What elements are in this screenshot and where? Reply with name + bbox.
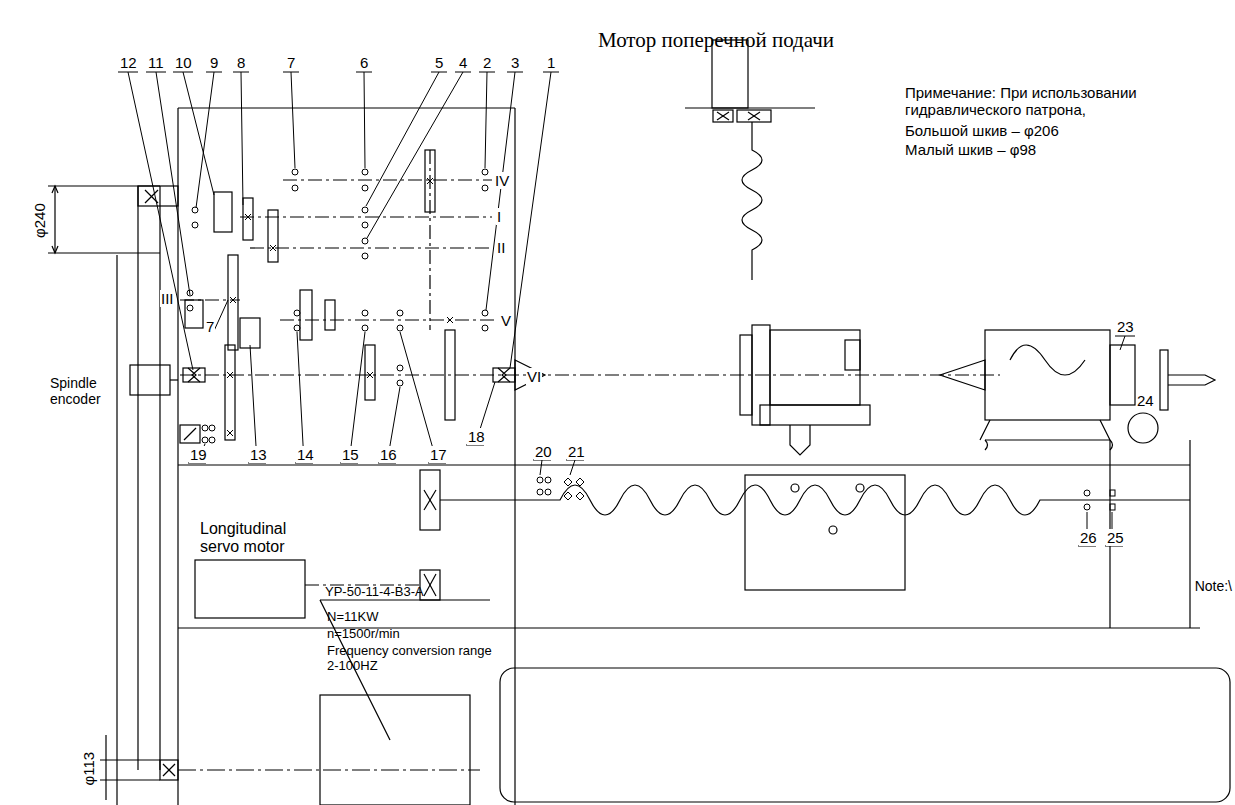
motor-spec: N=11KW (327, 610, 378, 625)
part-label: Spindle encoder (50, 375, 130, 407)
callout-number: 16 (379, 446, 398, 463)
shaft-number: II (496, 239, 506, 256)
motor-spec: n=1500r/min (327, 627, 400, 642)
dimension-label: φ113 (80, 752, 97, 786)
callout-number: 8 (236, 54, 246, 71)
callout-number: 2 (482, 54, 492, 71)
callout-number: 7 (205, 318, 215, 335)
callout-number: 18 (467, 428, 486, 445)
motor-spec: Frequency conversion range 2-100HZ (327, 644, 495, 674)
callout-number: 25 (1106, 529, 1125, 546)
callout-number: 24 (1136, 392, 1155, 409)
callout-number: 5 (434, 54, 444, 71)
callout-number: 20 (534, 443, 553, 460)
title-label: Мотор поперечной подачи (598, 28, 834, 52)
callout-number: 9 (209, 54, 219, 71)
callout-number: 19 (189, 446, 208, 463)
callout-number: 21 (567, 443, 586, 460)
dimension-label: φ240 (31, 203, 48, 238)
callout-number: 6 (359, 54, 369, 71)
shaft-number: III (160, 290, 175, 307)
callout-number: 14 (296, 446, 315, 463)
shaft-number: VI (526, 368, 542, 385)
shaft-number: IV (494, 172, 510, 189)
callout-number: 7 (286, 54, 296, 71)
callout-number: 15 (341, 446, 360, 463)
callout-number: 13 (249, 446, 268, 463)
callout-number: 3 (510, 54, 520, 71)
note-text: Большой шкив – φ206 (905, 122, 1059, 139)
callout-number: 11 (147, 54, 165, 71)
shaft-number: I (496, 208, 502, 225)
note-text: Note:\ (1195, 578, 1232, 594)
callout-number: 4 (458, 54, 468, 71)
callout-number: 23 (1116, 318, 1135, 335)
shaft-number: V (500, 312, 512, 329)
callout-number: 17 (429, 446, 448, 463)
note-text: Малый шкив – φ98 (905, 141, 1036, 158)
callout-number: 1 (546, 54, 556, 71)
note-text: Примечание: При использовании гидравличе… (905, 84, 1150, 119)
callout-number: 26 (1079, 529, 1098, 546)
callout-number: 12 (119, 54, 138, 71)
callout-number: 10 (174, 54, 193, 71)
part-label: Longitudinal servo motor (200, 520, 312, 557)
motor-spec: YP-50-11-4-B3-A (325, 585, 424, 600)
